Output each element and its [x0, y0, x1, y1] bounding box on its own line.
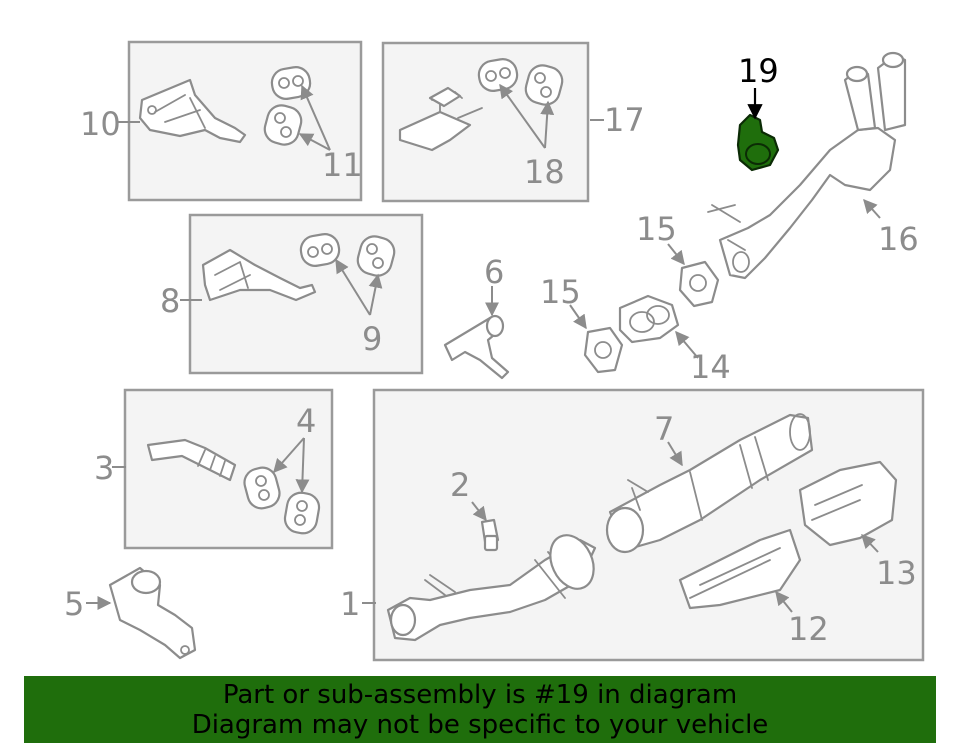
part-pipe-3: [146, 438, 237, 482]
part-bracket-8: [201, 248, 317, 302]
callout-3: 3: [94, 449, 114, 487]
callout-15b: 15: [636, 210, 677, 248]
part-elbow-5: [108, 566, 197, 660]
callout-5: 5: [64, 585, 84, 623]
part-hanger-9a: [299, 233, 341, 267]
callout-11: 11: [322, 146, 363, 184]
part-rear-pipe-16: [707, 51, 907, 280]
part-sensor-2: [480, 518, 500, 552]
callout-8: 8: [160, 282, 180, 320]
part-muffler-7: [605, 413, 814, 554]
part-heatshield-13: [798, 460, 898, 547]
callout-1: 1: [340, 585, 360, 623]
callout-14: 14: [690, 348, 731, 386]
callout-13: 13: [876, 554, 917, 592]
part-bracket-10: [138, 78, 247, 144]
callout-17: 17: [604, 101, 645, 139]
part-hanger-4a: [243, 466, 281, 510]
part-hanger-11b: [263, 104, 303, 146]
part-gasket-15b: [678, 260, 720, 308]
callout-10: 10: [80, 105, 121, 143]
banner-line-1: Part or sub-assembly is #19 in diagram: [222, 680, 738, 710]
part-pipe-6: [443, 314, 510, 380]
part-hanger-11a: [270, 66, 312, 100]
callout-7: 7: [654, 410, 674, 448]
callout-9: 9: [362, 320, 382, 358]
part-heatshield-12: [678, 528, 802, 610]
callout-6: 6: [484, 253, 504, 291]
part-flange-14: [618, 294, 680, 344]
callout-4: 4: [296, 402, 316, 440]
callout-12: 12: [788, 610, 829, 648]
part-hanger-18b: [524, 64, 564, 106]
callout-18: 18: [524, 153, 565, 191]
part-gasket-15a: [583, 326, 624, 374]
banner-line-2: Diagram may not be specific to your vehi…: [191, 710, 769, 740]
callout-2: 2: [450, 466, 470, 504]
part-bracket-17: [398, 86, 483, 152]
callout-16: 16: [878, 220, 919, 258]
callout-19: 19: [738, 52, 779, 90]
info-banner: Part or sub-assembly is #19 in diagram D…: [24, 676, 936, 743]
part-19-highlighted: [736, 113, 780, 172]
callout-15a: 15: [540, 273, 581, 311]
part-front-pipe-1: [386, 534, 597, 642]
